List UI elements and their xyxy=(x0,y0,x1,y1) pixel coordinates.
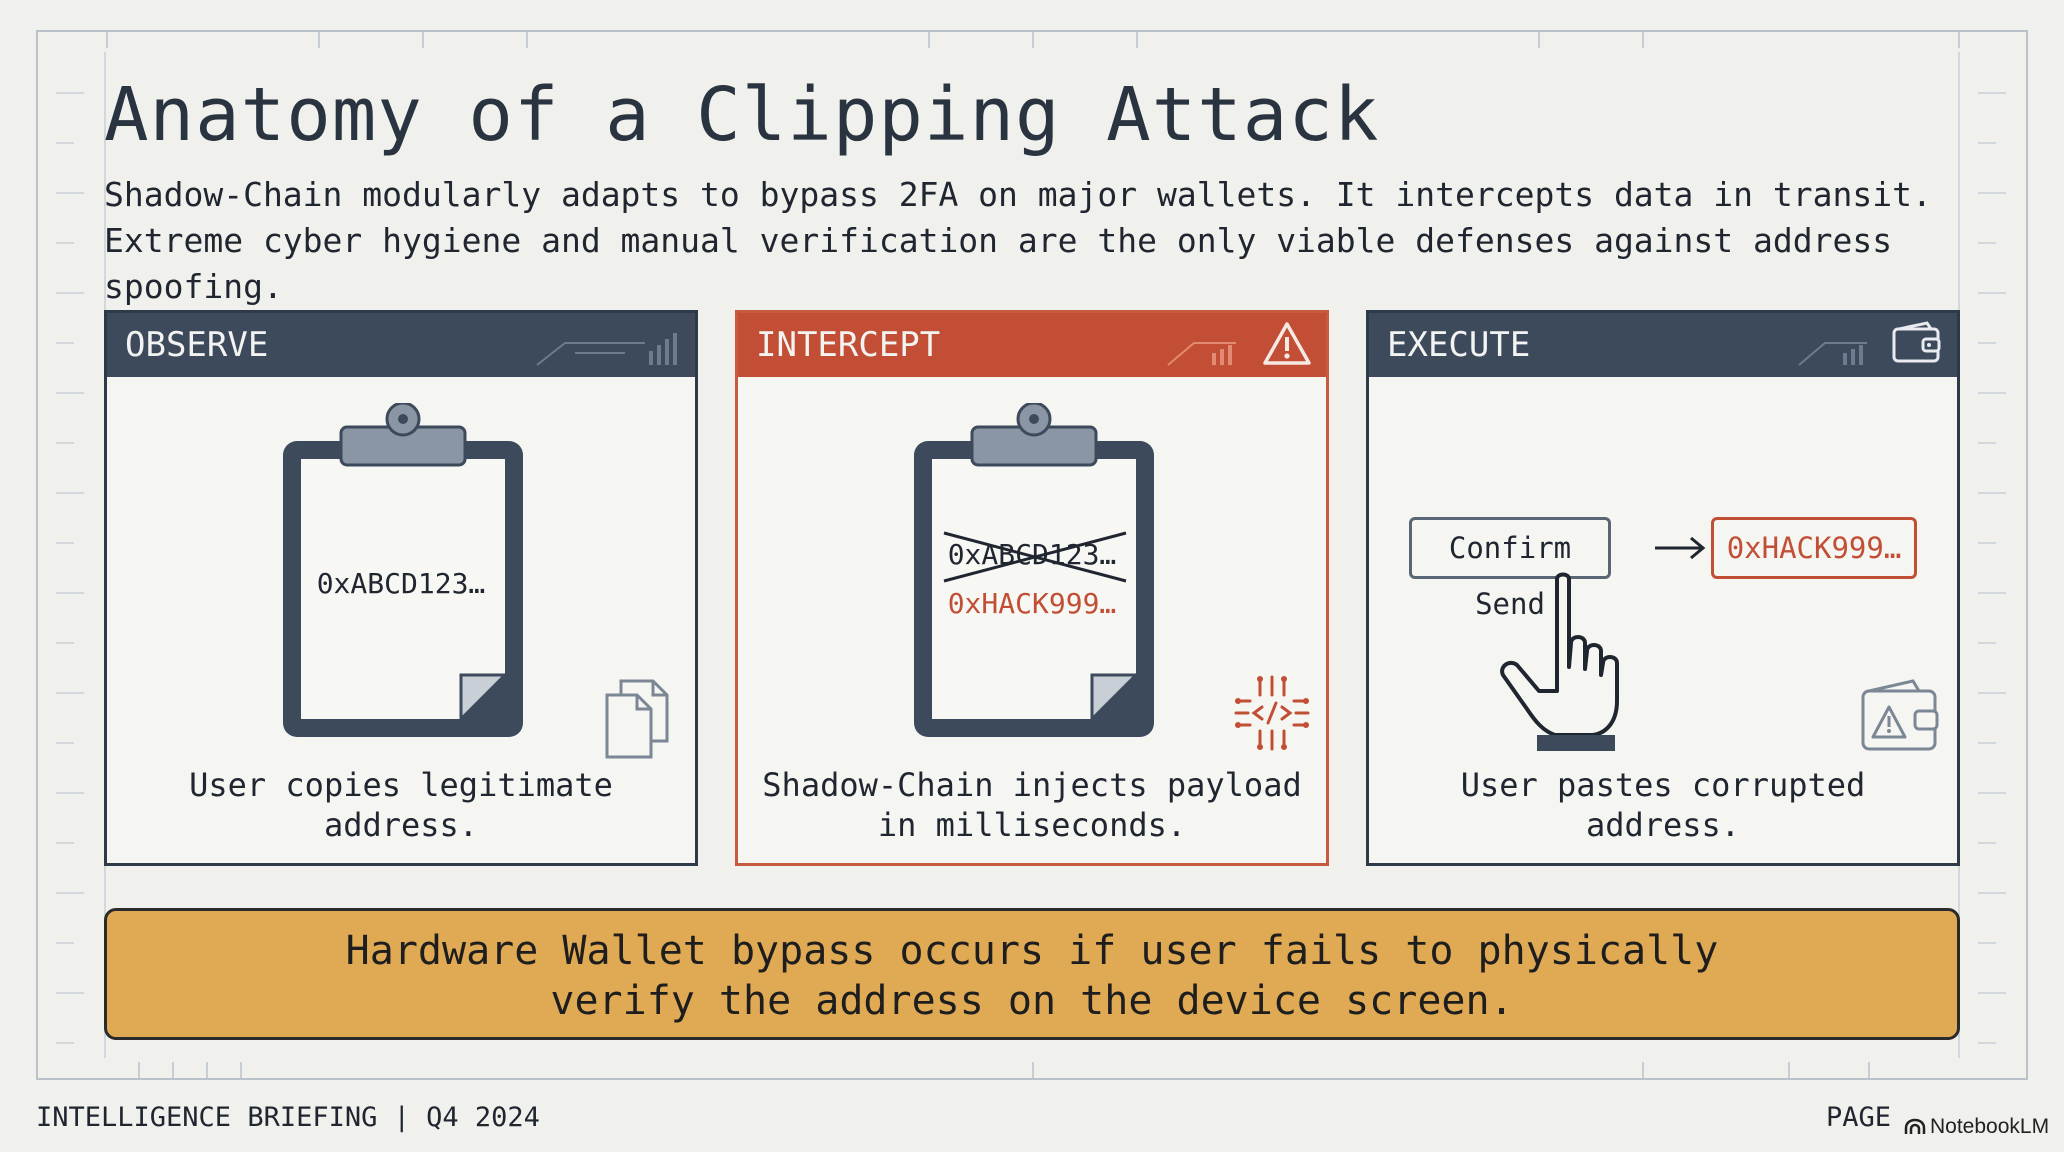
observe-caption-line-1: User copies legitimate xyxy=(189,766,613,804)
observe-panel: OBSERVE 0xABCD123… User copies legitimat… xyxy=(104,310,698,866)
notebooklm-watermark: NotebookLM xyxy=(1900,1110,2064,1152)
target-address-box: 0xHACK999… xyxy=(1711,517,1917,579)
banner-line-1: Hardware Wallet bypass occurs if user fa… xyxy=(345,928,1719,974)
intercept-caption: Shadow-Chain injects payload in millisec… xyxy=(738,765,1326,845)
wallet-icon xyxy=(1892,321,1941,363)
execute-caption: User pastes corrupted address. xyxy=(1369,765,1957,845)
observe-caption: User copies legitimate address. xyxy=(107,765,695,845)
subtitle-line-2: Extreme cyber hygiene and manual verific… xyxy=(104,221,1893,306)
copy-documents-icon xyxy=(605,679,669,759)
pointing-hand-icon xyxy=(1500,572,1619,751)
signal-circuit-icon xyxy=(536,333,677,366)
copied-address: 0xABCD123… xyxy=(316,567,486,600)
watermark-text: NotebookLM xyxy=(1930,1115,2050,1138)
injected-address: 0xHACK999… xyxy=(947,587,1117,620)
footer-page-label: PAGE xyxy=(1826,1102,1892,1133)
arrow-right-icon xyxy=(1655,536,1706,560)
footer-briefing-label: INTELLIGENCE BRIEFING | Q4 2024 xyxy=(36,1102,540,1133)
circuit-trace-icon xyxy=(1167,342,1236,366)
observe-caption-line-2: address. xyxy=(323,806,479,844)
warning-triangle-icon xyxy=(1263,322,1311,365)
intercept-panel-title: INTERCEPT xyxy=(756,325,941,365)
top-ruler xyxy=(38,32,2026,50)
strike-through-mark xyxy=(943,531,1127,583)
wallet-warning-icon xyxy=(1861,679,1939,751)
execute-caption-line-2: address. xyxy=(1585,806,1741,844)
left-ruler xyxy=(56,32,86,1078)
page-title: Anatomy of a Clipping Attack xyxy=(104,72,1380,158)
circuit-trace-icon xyxy=(1798,342,1867,366)
subtitle-line-1: Shadow-Chain modularly adapts to bypass … xyxy=(104,175,1932,214)
page-subtitle: Shadow-Chain modularly adapts to bypass … xyxy=(104,172,2004,310)
observe-panel-header: OBSERVE xyxy=(107,313,695,377)
intercept-caption-line-1: Shadow-Chain injects payload xyxy=(762,766,1302,804)
confirm-send-button[interactable]: Confirm Send xyxy=(1409,517,1611,621)
clipboard-icon xyxy=(914,403,1154,737)
execute-panel-title: EXECUTE xyxy=(1387,325,1531,365)
observe-panel-title: OBSERVE xyxy=(125,325,269,365)
execute-caption-line-1: User pastes corrupted xyxy=(1460,766,1866,804)
execute-panel: EXECUTE Confirm Send 0xHACK999… User pas… xyxy=(1366,310,1960,866)
execute-panel-header: EXECUTE xyxy=(1369,313,1957,377)
notebooklm-logo-icon xyxy=(1904,1119,1926,1135)
code-chip-icon xyxy=(1234,675,1310,751)
clipboard-icon xyxy=(283,403,523,737)
warning-banner: Hardware Wallet bypass occurs if user fa… xyxy=(104,908,1960,1040)
banner-line-2: verify the address on the device screen. xyxy=(550,978,1514,1024)
intercept-caption-line-2: in milliseconds. xyxy=(877,806,1187,844)
right-ruler xyxy=(1978,32,2008,1078)
intercept-panel-header: INTERCEPT xyxy=(738,313,1326,377)
intercept-panel: INTERCEPT 0xABCD123… 0xHACK999… xyxy=(735,310,1329,866)
bottom-ruler xyxy=(38,1060,2026,1078)
